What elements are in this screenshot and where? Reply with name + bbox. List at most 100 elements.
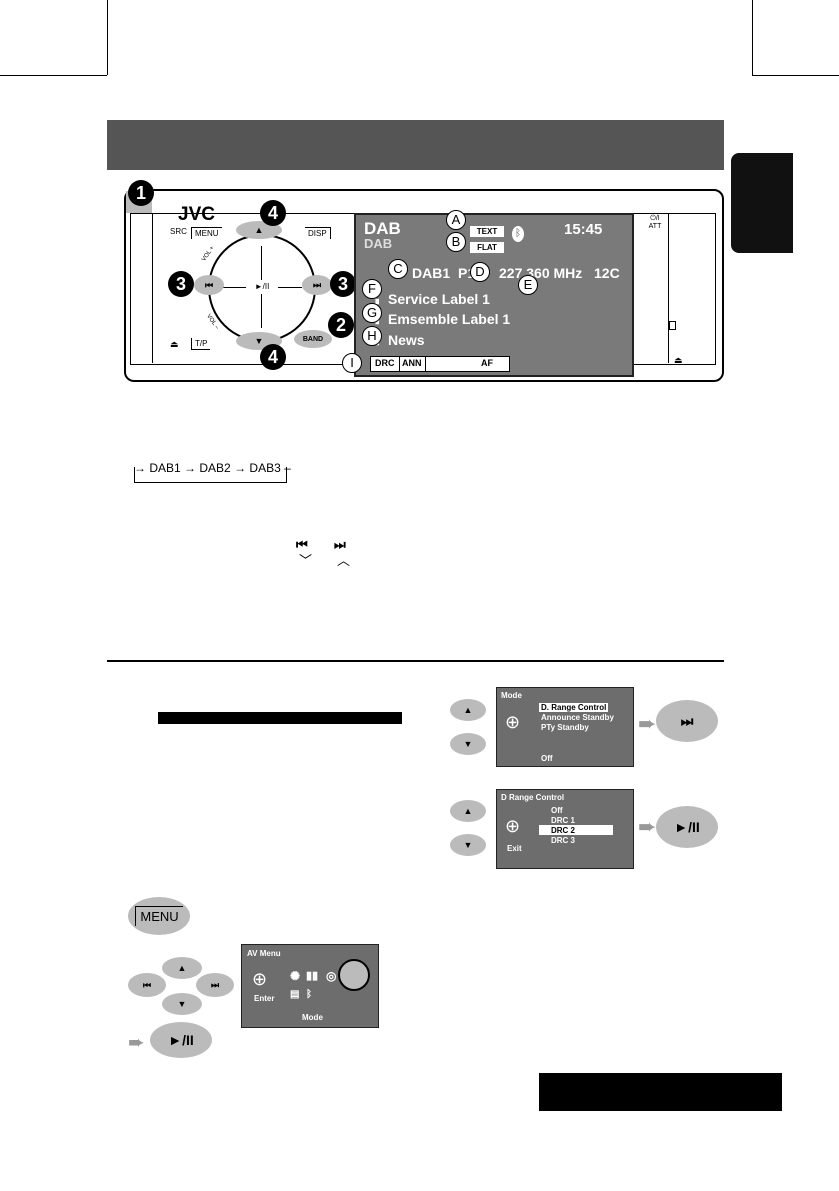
prev-skip-icon: ⏮ [296, 537, 308, 552]
av-menu-enter: Enter [254, 994, 275, 1003]
page-label-box [539, 1073, 782, 1111]
band-cycle-item: DAB3 [249, 461, 281, 475]
mode-item-selected[interactable]: D. Range Control [539, 703, 609, 712]
equalizer-icon: ▮▮ [306, 970, 319, 982]
callout-b: B [446, 232, 466, 252]
drc-menu-title: D Range Control [501, 793, 565, 802]
band-indicator: DAB1 [412, 265, 451, 281]
list-icon: ▤ [290, 989, 300, 1000]
arrow-icon: ➨ [638, 711, 657, 736]
selection-ring [338, 959, 370, 991]
dab-logo-secondary: DAB [364, 236, 393, 251]
next-button[interactable]: ⏭ [302, 275, 332, 295]
language-side-tab [731, 153, 793, 253]
highlight-bar [158, 712, 402, 724]
arrow-icon: ➨ [128, 1032, 145, 1054]
callout-i: I [342, 353, 362, 373]
play-pause-button[interactable]: ►/II [150, 1022, 212, 1058]
callout-g: G [362, 303, 382, 323]
dial-icon: ⊕ [505, 816, 521, 836]
arrow-icon: ➨ [638, 814, 657, 839]
callout-badge: 2 [328, 312, 354, 338]
crop-mark [752, 75, 839, 76]
callout-c: C [388, 259, 408, 279]
drc-item[interactable]: DRC 1 [551, 816, 576, 825]
status-ann: ANN [402, 358, 422, 368]
callout-badge: 3 [330, 271, 356, 297]
status-af: AF [481, 358, 493, 368]
status-drc: DRC [375, 358, 395, 368]
down-button[interactable]: ▼ [450, 733, 486, 755]
dial-icon: ⊕ [505, 712, 521, 732]
drc-exit: Exit [507, 844, 522, 853]
down-button[interactable]: ▼ [450, 834, 486, 856]
src-label: SRC [170, 227, 187, 236]
next-button[interactable]: ⏭ [196, 973, 234, 997]
down-button[interactable]: ▼ [162, 993, 202, 1015]
crop-mark [107, 0, 108, 75]
power-att-label[interactable]: ⏻/I ATT [648, 215, 662, 230]
callout-d: D [470, 262, 490, 282]
car-unit-illustration: 1 JVC SRC MENU DISP T/P ⏏ ►/II VOL + VOL… [124, 180, 724, 382]
band-cycle-item: DAB2 [199, 461, 231, 475]
lcd-display: DAB DAB TEXT FLAT ᛒ 15:45 DAB1 P1 227.36… [354, 213, 634, 377]
mode-value: Off [541, 754, 553, 763]
callout-badge: 1 [128, 180, 154, 206]
drc-item[interactable]: DRC 3 [551, 836, 576, 845]
mode-menu-title: Mode [501, 691, 522, 700]
band-button[interactable]: BAND [294, 330, 332, 348]
callout-e: E [518, 275, 538, 295]
mode-menu-screen: Mode ⊕ D. Range Control Announce Standby… [496, 687, 634, 767]
flat-indicator: FLAT [470, 242, 504, 253]
tray-eject-icon[interactable]: ⏏ [674, 355, 683, 365]
clock: 15:45 [564, 221, 603, 238]
status-bar: DRC ANN AF [370, 356, 510, 372]
up-button[interactable]: ▲ [162, 957, 202, 979]
service-label: Service Label 1 [388, 291, 490, 307]
jvc-logo: JVC [178, 204, 215, 225]
crop-mark [752, 0, 753, 75]
chevron-up-icon: ︿ [337, 553, 351, 568]
menu-button-illustration[interactable]: MENU [128, 897, 190, 935]
section-header-bar [107, 120, 724, 170]
display-icon: ◎ [326, 969, 337, 983]
eject-icon[interactable]: ⏏ [170, 339, 179, 349]
bluetooth-icon: ᛒ [512, 226, 524, 242]
callout-h: H [362, 326, 382, 346]
next-button[interactable]: ⏭ [656, 700, 718, 742]
play-pause-label: ►/II [246, 280, 278, 294]
up-button[interactable]: ▲ [450, 800, 486, 822]
av-menu-mode: Mode [302, 1013, 323, 1022]
menu-button-label: MENU [135, 906, 183, 926]
mode-item[interactable]: Announce Standby [541, 713, 614, 722]
text-indicator: TEXT [470, 226, 504, 237]
callout-badge: 3 [168, 271, 194, 297]
up-button[interactable]: ▲ [450, 699, 486, 721]
mode-item[interactable]: PTy Standby [541, 723, 589, 732]
av-menu-title: AV Menu [247, 949, 281, 958]
band-cycle-item: DAB1 [149, 461, 181, 475]
bluetooth-icon: ᛒ [306, 989, 312, 1000]
prev-button[interactable]: ⏮ [128, 973, 166, 997]
disp-button[interactable]: DISP [305, 227, 331, 239]
section-divider [107, 660, 724, 662]
ensemble-label: Emsemble Label 1 [388, 311, 511, 327]
pty-label: News [388, 332, 425, 348]
band-cycle-diagram: → DAB1 → DAB2 → DAB3 – [134, 461, 291, 483]
service-icon: ▚ [372, 294, 379, 304]
callout-a: A [446, 210, 466, 230]
sensor-icon [669, 321, 676, 330]
prev-button[interactable]: ⏮ [194, 275, 224, 295]
frequency: 227.360 MHz [499, 265, 583, 281]
control-dial[interactable]: ►/II [208, 234, 316, 342]
dab-logo: DAB [364, 219, 401, 238]
drc-item-selected[interactable]: DRC 2 [551, 826, 576, 835]
drc-menu-screen: D Range Control ⊕ Exit Off DRC 1 DRC 2 D… [496, 789, 634, 869]
av-menu-screen: AV Menu ⊕ Enter ✺ ▮▮ ◎ ▤ ᛒ Mode [241, 944, 379, 1028]
play-pause-button[interactable]: ►/II [656, 806, 718, 848]
tp-button[interactable]: T/P [191, 338, 211, 350]
next-skip-icon: ⏭ [334, 537, 346, 552]
drc-item[interactable]: Off [551, 806, 563, 815]
menu-button[interactable]: MENU [191, 227, 222, 239]
channel: 12C [594, 265, 620, 281]
